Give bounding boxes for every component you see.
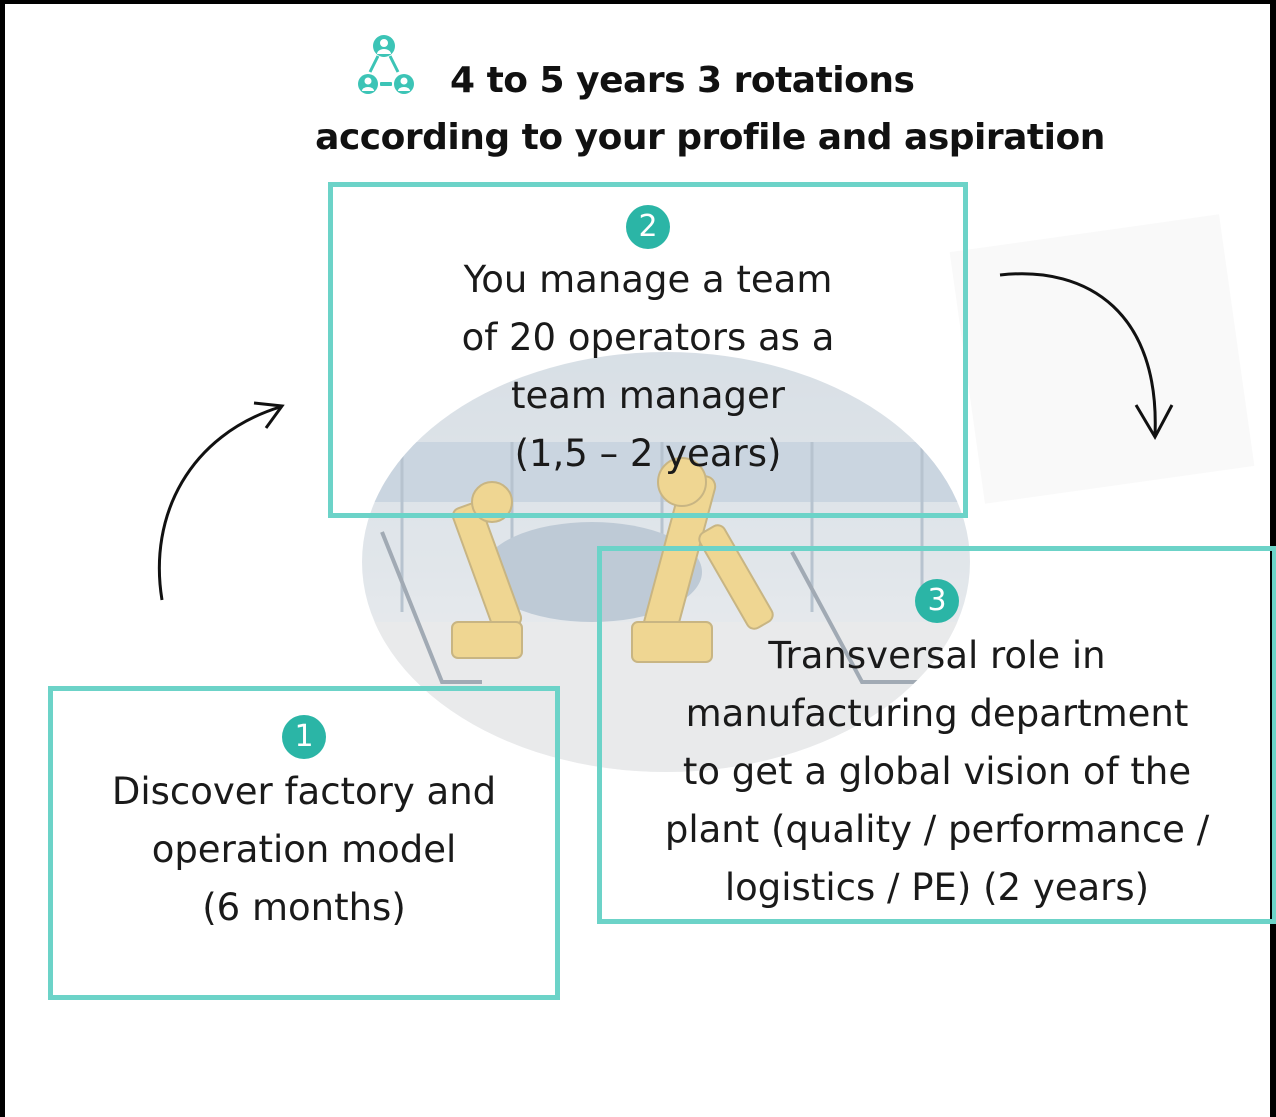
step-2-line: (1,5 – 2 years) — [514, 432, 782, 475]
step-3-box: 3 Transversal role in manufacturing depa… — [597, 546, 1276, 924]
curved-arrow-up-right-icon — [157, 401, 285, 601]
step-2-box: 2 You manage a team of 20 operators as a… — [328, 182, 968, 518]
step-1-line: Discover factory and — [111, 770, 497, 813]
team-hierarchy-icon — [358, 35, 414, 94]
step-1-badge: 1 — [282, 715, 326, 759]
step-3-line: to get a global vision of the — [682, 750, 1192, 793]
step-2-text: You manage a team of 20 operators as a t… — [333, 251, 963, 483]
step-2-badge: 2 — [626, 205, 670, 249]
step-1-box: 1 Discover factory and operation model (… — [48, 686, 560, 1000]
step-1-line: (6 months) — [202, 886, 406, 929]
step-1-line: operation model — [151, 828, 457, 871]
curved-arrow-down-icon — [999, 272, 1174, 441]
page-subtitle: according to your profile and aspiration — [315, 117, 1105, 158]
step-3-line: plant (quality / performance / — [664, 808, 1210, 851]
step-3-line: manufacturing department — [685, 692, 1189, 735]
step-2-line: of 20 operators as a — [461, 316, 835, 359]
step-3-badge: 3 — [915, 579, 959, 623]
page-title: 4 to 5 years 3 rotations — [450, 60, 915, 101]
step-3-line: Transversal role in — [768, 634, 1106, 677]
step-3-line: logistics / PE) (2 years) — [724, 866, 1150, 909]
step-1-text: Discover factory and operation model (6 … — [53, 763, 555, 937]
step-2-line: team manager — [510, 374, 786, 417]
step-3-text: Transversal role in manufacturing depart… — [602, 627, 1272, 917]
step-2-line: You manage a team — [463, 258, 833, 301]
